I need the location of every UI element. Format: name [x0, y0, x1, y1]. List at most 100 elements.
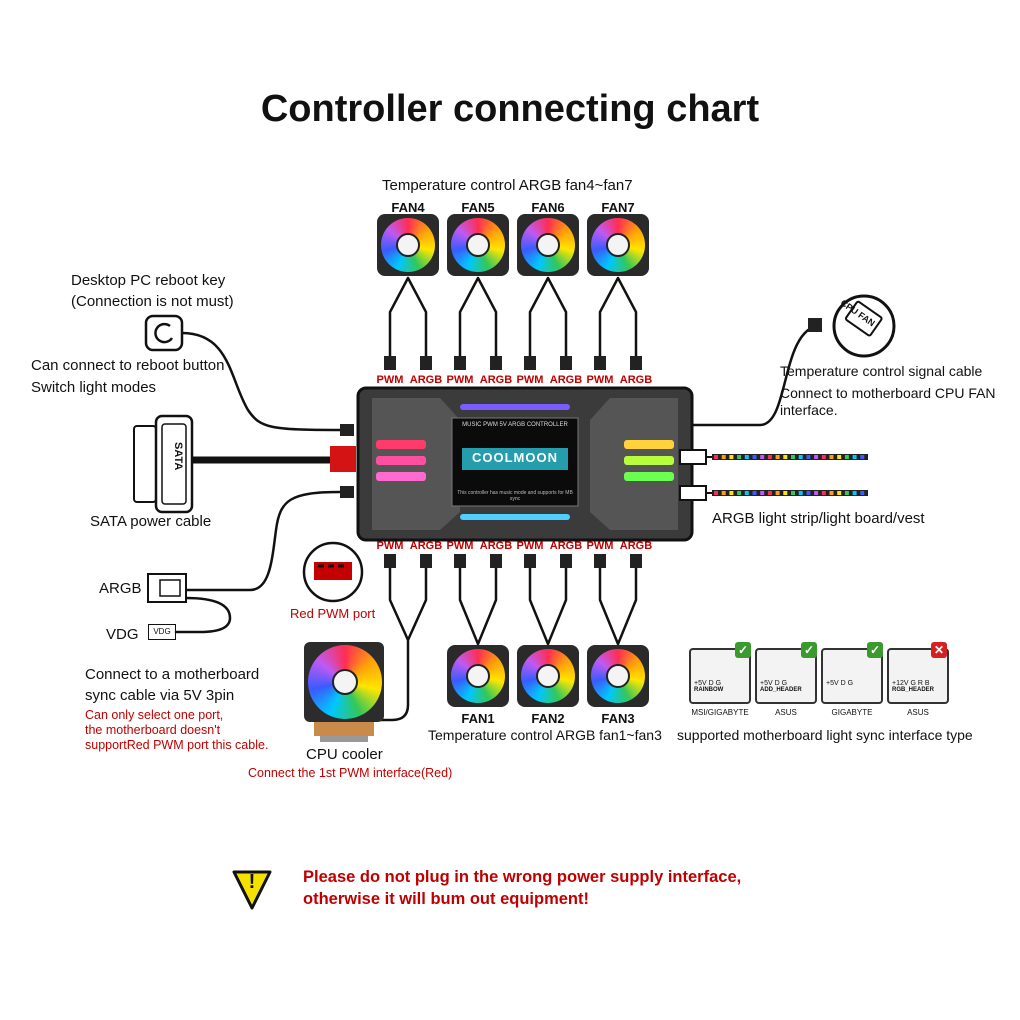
mb-connector-icon: +5V D G RAINBOW: [689, 648, 751, 704]
red-pwm-port-label: Red PWM port: [290, 606, 376, 621]
led-dot: [737, 491, 742, 495]
mb-name: ASUS: [907, 708, 929, 717]
bottom-fans-caption: Temperature control ARGB fan1~fan3: [428, 727, 662, 743]
led-dot: [752, 491, 757, 495]
led-dot: [837, 491, 842, 495]
led-dot: [829, 491, 834, 495]
fan6-label: FAN6: [531, 200, 565, 215]
controller-footer-text: This controller has music mode and suppo…: [457, 490, 573, 502]
led-dot: [760, 455, 765, 459]
supported-check-icon: ✓: [867, 642, 883, 658]
fan2-label: FAN2: [531, 711, 565, 726]
port-pwm-top-7: PWM: [586, 374, 614, 386]
light-strip-label: ARGB light strip/light board/vest: [712, 510, 925, 527]
warning-line-2: otherwise it will bum out equipment!: [303, 890, 590, 908]
supported-check-icon: ✓: [735, 642, 751, 658]
led-dot: [814, 455, 819, 459]
fan7-icon: [587, 214, 649, 276]
led-dot: [860, 455, 865, 459]
mb-item-gigabyte: +5V D G ✓ GIGABYTE: [821, 642, 887, 717]
led-dot: [783, 491, 788, 495]
fan5-label: FAN5: [461, 200, 495, 215]
fan2-icon: [517, 645, 579, 707]
controller-brand: COOLMOON: [472, 450, 558, 465]
port-argb-bottom-cpu: ARGB: [409, 540, 443, 552]
sata-connector: [133, 414, 194, 514]
led-dot: [852, 455, 857, 459]
reboot-cable: [180, 331, 342, 432]
fan1-cable: [458, 566, 498, 646]
led-dot: [821, 455, 826, 459]
led-dot: [798, 455, 803, 459]
port-argb-bottom-2: ARGB: [549, 540, 583, 552]
cpu-cooler-label: CPU cooler: [306, 746, 383, 763]
warning-icon: !: [248, 871, 256, 893]
led-dot: [844, 491, 849, 495]
controller-header-text: MUSIC PWM 5V ARGB CONTROLLER: [462, 422, 568, 428]
fan1-icon: [447, 645, 509, 707]
mb-name: GIGABYTE: [831, 708, 873, 717]
led-dot: [760, 491, 765, 495]
mb-pin-text: +5V D G: [760, 680, 788, 687]
led-dot: [844, 455, 849, 459]
led-dot: [806, 455, 811, 459]
fan5-cable: [458, 276, 498, 360]
led-dot: [775, 491, 780, 495]
mb-item-asus-add: +5V D G ADD_HEADER ✓ ASUS: [755, 642, 821, 717]
cpu-cooler-fan-icon: [308, 645, 382, 719]
mb-name: MSI/GIGABYTE: [691, 708, 749, 717]
led-dot: [791, 455, 795, 459]
led-dot: [783, 455, 788, 459]
argb-sync-cable: [184, 490, 342, 592]
led-dot: [814, 491, 819, 495]
argb-plug: [147, 573, 187, 603]
port-pwm-top-6: PWM: [516, 374, 544, 386]
mb-pin-text: +5V D G: [694, 680, 722, 687]
cpu-cooler-cable: [376, 566, 428, 722]
port-argb-bottom-3: ARGB: [619, 540, 653, 552]
led-dot: [837, 455, 842, 459]
led-dot: [767, 491, 772, 495]
vdg-plug: VDG: [148, 624, 176, 640]
fan4-label: FAN4: [391, 200, 425, 215]
fan6-cable: [528, 276, 568, 360]
led-dot: [714, 491, 718, 495]
mb-name: ASUS: [775, 708, 797, 717]
led-dot: [744, 491, 749, 495]
mb-item-msi-gigabyte: +5V D G RAINBOW ✓ MSI/GIGABYTE: [689, 642, 755, 717]
reboot-key: [144, 314, 184, 352]
port-pwm-bottom-3: PWM: [586, 540, 614, 552]
sync-note-1: Can only select one port,: [85, 708, 224, 722]
port-pwm-bottom-2: PWM: [516, 540, 544, 552]
page-title: Controller connecting chart: [260, 88, 760, 130]
cpu-fan-desc-1: Connect to motherboard CPU FAN: [780, 385, 996, 401]
mb-item-asus-rgb: +12V G R B RGB_HEADER ✕ ASUS: [887, 642, 953, 717]
led-dot: [806, 491, 811, 495]
port-argb-top-5: ARGB: [479, 374, 513, 386]
fan4-cable: [388, 276, 428, 360]
led-dot: [829, 455, 834, 459]
fan2-cable: [528, 566, 568, 646]
mb-pin-text: +12V G R B: [892, 680, 930, 687]
unsupported-cross-icon: ✕: [931, 642, 947, 658]
led-dot: [798, 491, 803, 495]
sync-note-2: the motherboard doesn't: [85, 723, 221, 737]
cpu-cooler-note: Connect the 1st PWM interface(Red): [248, 766, 453, 780]
cpu-fan-title: Temperature control signal cable: [780, 363, 983, 379]
light-strip-base: [712, 454, 868, 460]
fan6-icon: [517, 214, 579, 276]
mb-tag: RGB_HEADER: [892, 687, 935, 693]
sata-label: SATA power cable: [90, 513, 212, 530]
led-dot: [752, 455, 757, 459]
mb-pin-text: +5V D G: [826, 680, 854, 687]
port-pwm-bottom-cpu: PWM: [376, 540, 404, 552]
fan7-label: FAN7: [601, 200, 635, 215]
fan3-icon: [587, 645, 649, 707]
fan3-label: FAN3: [601, 711, 635, 726]
controller-hub: [356, 386, 694, 542]
reboot-key-note: (Connection is not must): [71, 293, 234, 310]
led-dot: [714, 455, 718, 459]
port-argb-top-7: ARGB: [619, 374, 653, 386]
led-dot: [737, 455, 742, 459]
light-strip-base: [712, 490, 868, 496]
